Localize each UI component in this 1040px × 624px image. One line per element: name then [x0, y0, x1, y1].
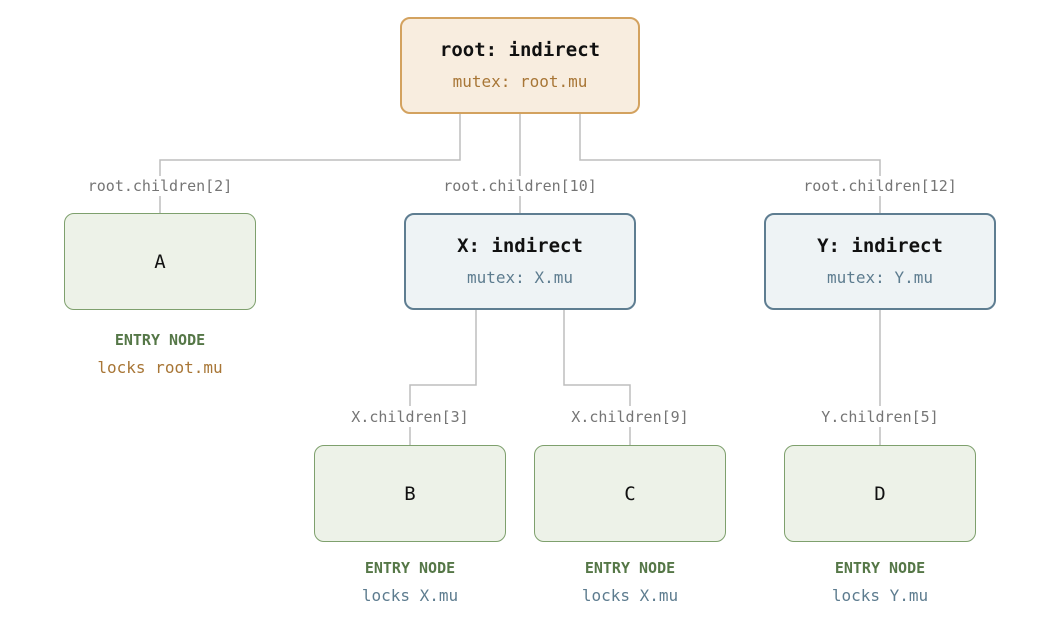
node-b: B [314, 445, 506, 542]
edge-label-root-x: root.children[10] [443, 177, 597, 195]
root-node: root: indirect mutex: root.mu [400, 17, 640, 114]
edge-label-y-d: Y.children[5] [821, 408, 939, 426]
node-c: C [534, 445, 726, 542]
node-a-label: A [154, 250, 166, 273]
node-a: A [64, 213, 256, 310]
root-mutex: mutex: root.mu [452, 72, 588, 91]
node-d-label: D [874, 482, 886, 505]
entry-note-b-locks: locks X.mu [361, 586, 459, 605]
entry-note-d: ENTRY NODE locks Y.mu [832, 558, 928, 606]
connector-root-a [159, 114, 461, 176]
edge-label-x-b: X.children[3] [351, 408, 469, 426]
entry-note-c: ENTRY NODE locks X.mu [582, 558, 678, 606]
entry-note-c-locks: locks X.mu [581, 586, 679, 605]
entry-note-b: ENTRY NODE locks X.mu [362, 558, 458, 606]
entry-note-a-locks: locks root.mu [97, 358, 223, 377]
entry-note-a-heading: ENTRY NODE [114, 331, 206, 349]
edge-label-x-c: X.children[9] [571, 408, 689, 426]
node-c-label: C [624, 482, 636, 505]
entry-note-b-heading: ENTRY NODE [364, 559, 456, 577]
connector-root-y [579, 114, 881, 176]
node-x-mutex: mutex: X.mu [467, 268, 573, 287]
entry-note-d-locks: locks Y.mu [831, 586, 929, 605]
entry-note-d-heading: ENTRY NODE [834, 559, 926, 577]
node-b-label: B [404, 482, 416, 505]
node-y: Y: indirect mutex: Y.mu [764, 213, 996, 310]
node-y-title: Y: indirect [817, 235, 943, 257]
edge-label-root-a: root.children[2] [87, 177, 233, 195]
edge-label-root-y: root.children[12] [803, 177, 957, 195]
node-x-title: X: indirect [457, 235, 583, 257]
entry-note-a: ENTRY NODE locks root.mu [97, 330, 222, 378]
root-title: root: indirect [439, 39, 601, 61]
node-x: X: indirect mutex: X.mu [404, 213, 636, 310]
connector-x-c [563, 310, 631, 406]
node-d: D [784, 445, 976, 542]
connector-x-b [409, 310, 477, 406]
entry-note-c-heading: ENTRY NODE [584, 559, 676, 577]
node-y-mutex: mutex: Y.mu [827, 268, 933, 287]
